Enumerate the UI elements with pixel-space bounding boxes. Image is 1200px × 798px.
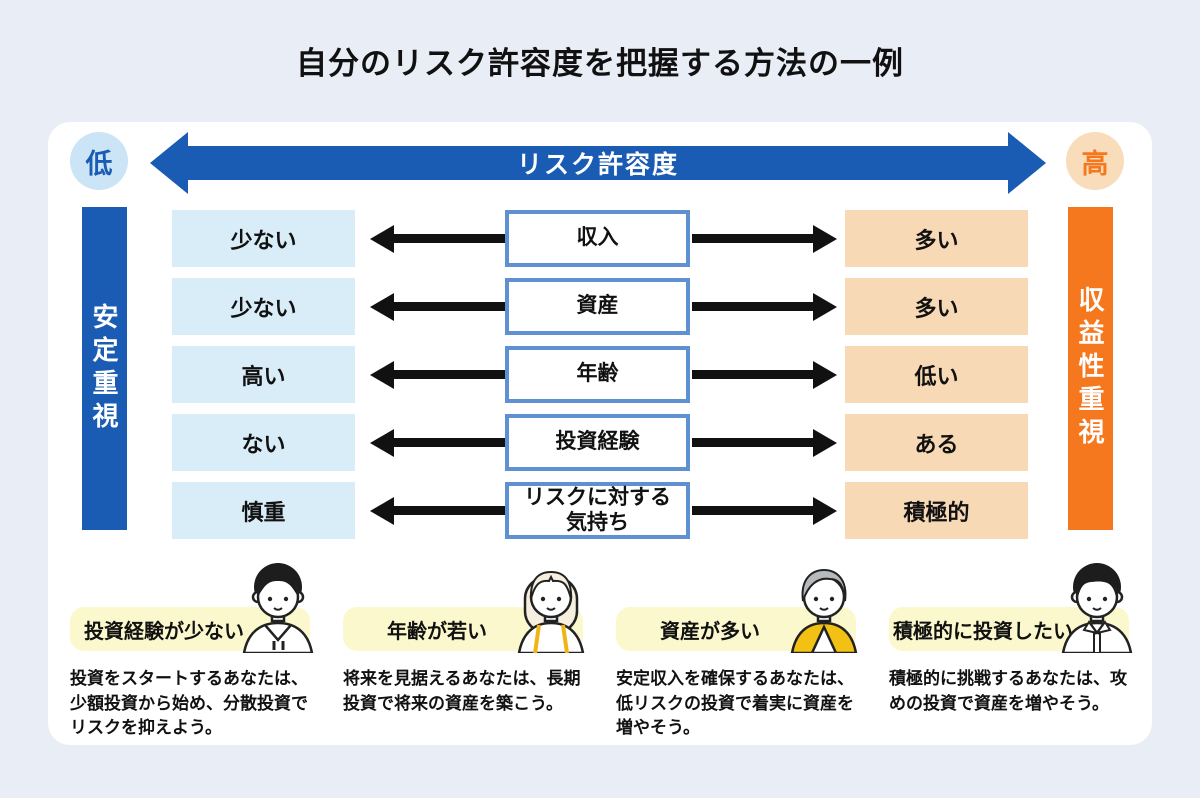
low-value-cell: 少ない — [172, 278, 355, 335]
right-arrow-icon — [692, 428, 837, 457]
high-value-cell: 多い — [845, 278, 1028, 335]
high-badge: 高 — [1066, 132, 1124, 190]
left-arrow-icon — [370, 428, 505, 457]
factor-name-cell: 資産 — [505, 278, 690, 335]
low-value-cell: 高い — [172, 346, 355, 403]
factor-row-assets: 少ない 資産 多い — [172, 278, 1028, 335]
high-value-cell: 低い — [845, 346, 1028, 403]
right-arrow-icon — [692, 292, 837, 321]
low-value-cell: 慎重 — [172, 482, 355, 539]
axis-label: リスク許容度 — [516, 151, 679, 179]
persona-description: 投資をスタートするあなたは、少額投資から始め、分散投資でリスクを抑えよう。 — [70, 669, 308, 738]
right-arrow-icon — [692, 496, 837, 525]
axis-arrow-bar — [184, 146, 1012, 180]
factor-name-cell: 投資経験 — [505, 414, 690, 471]
axis-arrowhead-left-icon — [150, 132, 188, 194]
persona-many-assets: 資産が多い 安定収入を確保するあなたは、低リスクの投資で着実に資産を増やそう。 — [616, 557, 858, 742]
persona-low-experience: 投資経験が少ない 投資をスタートするあなたは、少額投資から始め、分散投資でリスク… — [70, 557, 314, 742]
factor-name-cell: リスクに対する気持ち — [505, 482, 690, 539]
factor-name-cell: 収入 — [505, 210, 690, 267]
left-arrow-icon — [370, 292, 505, 321]
high-value-cell: 積極的 — [845, 482, 1028, 539]
persona-description: 積極的に挑戦するあなたは、攻めの投資で資産を増やそう。 — [889, 669, 1127, 713]
profitability-rail: 収益性重視 — [1068, 207, 1113, 530]
left-arrow-icon — [370, 360, 505, 389]
factor-name-cell: 年齢 — [505, 346, 690, 403]
left-arrow-icon — [370, 224, 505, 253]
business-man-avatar — [1061, 563, 1133, 653]
factor-row-risk-attitude: 慎重 リスクに対する気持ち 積極的 — [172, 482, 1028, 539]
persona-aggressive-investor: 積極的に投資したい 積極的に挑戦するあなたは、攻めの投資で資産を増やそう。 — [889, 557, 1133, 742]
persona-description: 将来を見据えるあなたは、長期投資で将来の資産を築こう。 — [343, 669, 581, 713]
low-value-cell: 少ない — [172, 210, 355, 267]
stability-rail: 安定重視 — [82, 207, 127, 530]
high-value-cell: ある — [845, 414, 1028, 471]
risk-tolerance-axis-arrow: リスク許容度 — [150, 132, 1046, 194]
low-badge: 低 — [70, 132, 128, 190]
left-arrow-icon — [370, 496, 505, 525]
right-arrow-icon — [692, 360, 837, 389]
persona-description: 安定収入を確保するあなたは、低リスクの投資で着実に資産を増やそう。 — [616, 669, 854, 738]
young-woman-avatar — [517, 570, 585, 653]
factor-row-age: 高い 年齢 低い — [172, 346, 1028, 403]
high-value-cell: 多い — [845, 210, 1028, 267]
right-arrow-icon — [692, 224, 837, 253]
factor-rows: 少ない 収入 多い 少ない 資産 多い 高い 年齢 低い — [172, 210, 1028, 550]
page-title: 自分のリスク許容度を把握する方法の一例 — [296, 46, 904, 81]
factor-row-experience: ない 投資経験 ある — [172, 414, 1028, 471]
persona-young-age: 年齢が若い 将来を見据えるあなたは、長期投資で将来の資産を築こう。 — [343, 557, 585, 742]
diagram-card: 低 リスク許容度 高 安定重視 収益性重視 少ない 収入 多い 少ない 資産 — [48, 122, 1152, 745]
axis-arrowhead-right-icon — [1008, 132, 1046, 194]
senior-woman-avatar — [790, 568, 858, 653]
factor-row-income: 少ない 収入 多い — [172, 210, 1028, 267]
young-man-hoodie-avatar — [242, 563, 314, 653]
low-value-cell: ない — [172, 414, 355, 471]
persona-section: 投資経験が少ない 投資をスタートするあなたは、少額投資から始め、分散投資でリスク… — [70, 557, 1133, 742]
